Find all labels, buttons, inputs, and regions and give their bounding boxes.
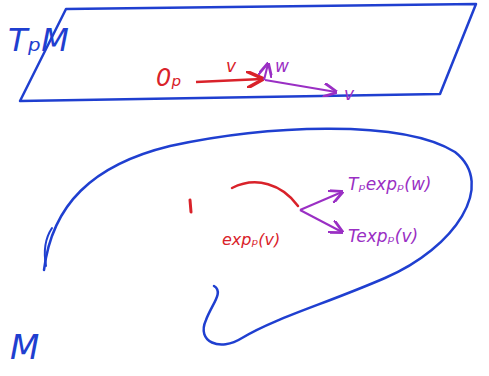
vector-v [196,79,262,82]
vector-label: v [344,86,354,103]
tangent-plane [20,4,476,101]
pushforward-label: Texpₚ(v) [348,228,418,245]
space-label: TₚM [8,24,69,56]
manifold-edge [45,228,52,266]
base-point [190,200,191,212]
pushforward-w [300,192,342,210]
vector-w [264,64,268,80]
vector-v-translated [265,80,336,92]
origin-label: 0ₚ [156,66,182,90]
vector-label: w [275,58,289,75]
pushforward-label: Tₚexpₚ(w) [348,176,431,193]
manifold-label: M [10,330,39,364]
vector-label: v [226,58,236,75]
manifold-outline [44,129,472,345]
geodesic-curve [232,182,298,206]
pushforward-v [300,210,342,232]
map-label: expₚ(v) [222,232,280,248]
